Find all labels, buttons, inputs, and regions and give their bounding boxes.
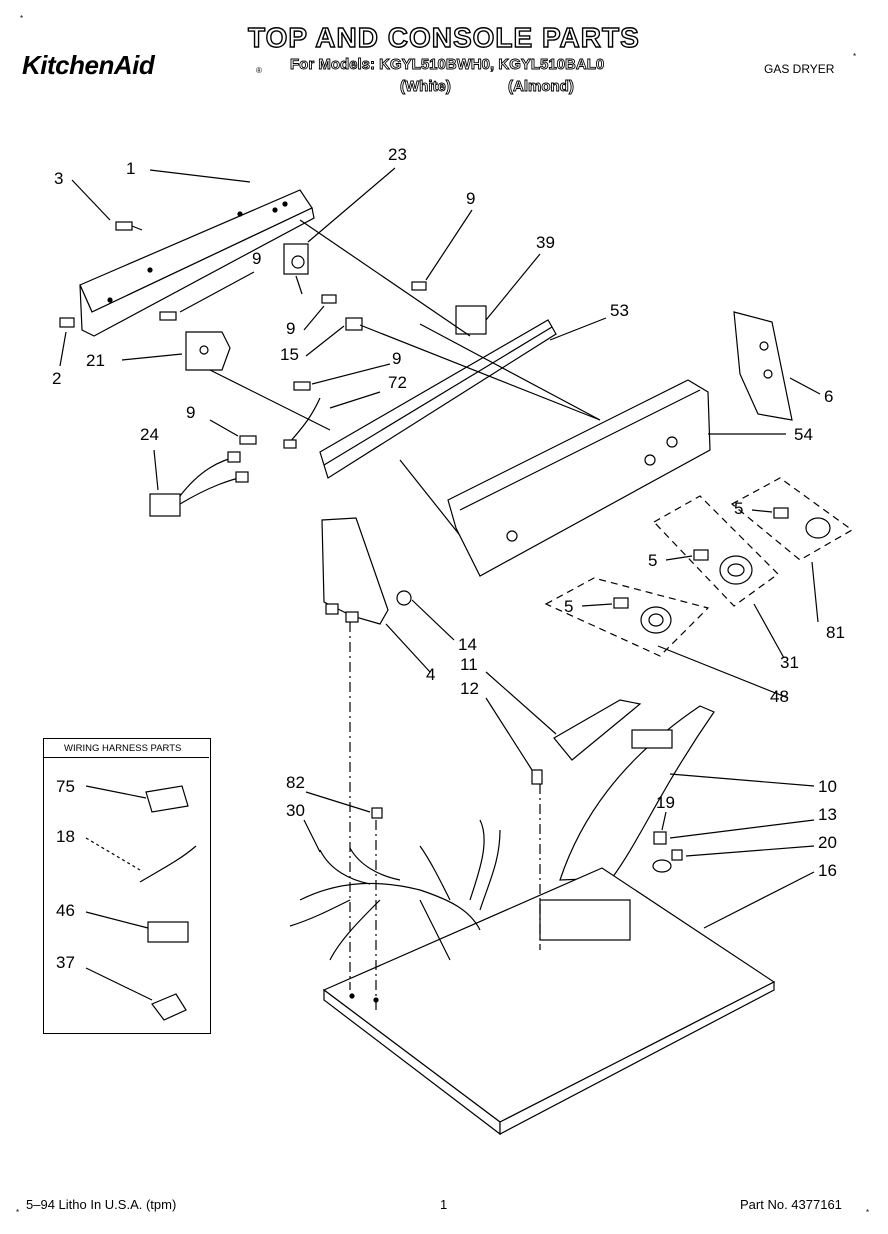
knob-part-48 (613, 597, 672, 634)
legend-part-18 (139, 845, 197, 883)
harness-part-30 (289, 819, 501, 961)
callout-label: 53 (610, 301, 629, 320)
legend-part-46 (147, 921, 189, 943)
screw-part-3 (115, 221, 143, 231)
callout-label: 5 (648, 551, 658, 570)
timer-part-21 (185, 331, 231, 371)
knob-part-81 (773, 507, 831, 539)
callout-label: 9 (466, 189, 476, 208)
console-part-54 (447, 379, 711, 577)
callout-label: 6 (824, 387, 834, 406)
callout-label: 9 (286, 319, 296, 338)
registered-mark: ® (256, 66, 262, 75)
callout-label: 3 (54, 169, 64, 188)
screw-part-13 (653, 831, 667, 845)
clip-part-15 (345, 317, 363, 331)
washer-part-19 (652, 859, 672, 873)
callout-label: 4 (426, 665, 436, 684)
callout-label: 9 (392, 349, 402, 368)
lint-screen-part-11 (553, 699, 642, 761)
legend-title: WIRING HARNESS PARTS (64, 743, 182, 754)
color-almond: (Almond) (508, 78, 575, 96)
legend-item-number: 37 (56, 953, 75, 972)
screw-part-9a (159, 311, 177, 321)
legend-part-37 (151, 993, 187, 1021)
screw-part-20 (671, 849, 683, 861)
screw-part-2 (59, 317, 75, 328)
callout-label: 5 (734, 499, 744, 518)
callout-label: 16 (818, 861, 837, 880)
callout-label: 48 (770, 687, 789, 706)
rail-part-53 (319, 319, 557, 479)
models-line: For Models: KGYL510BWH0, KGYL510BAL0 (290, 56, 605, 74)
color-white: (White) (400, 78, 452, 96)
screw-part-9e (239, 435, 257, 445)
corner-mark: * (20, 14, 24, 23)
product-type: GAS DRYER (764, 62, 835, 76)
callout-label: 31 (780, 653, 799, 672)
clip-part-12 (531, 769, 543, 785)
callout-label: 14 (458, 635, 477, 654)
callout-label: 13 (818, 805, 837, 824)
screw-part-9b (411, 281, 427, 291)
brand-logo: KitchenAid (22, 50, 155, 80)
harness-part-24 (149, 451, 249, 517)
lint-duct-part-10 (559, 705, 715, 881)
wire-part-72 (283, 397, 321, 449)
top-panel-part-16 (322, 867, 776, 1136)
page-title: TOP AND CONSOLE PARTS (247, 21, 640, 53)
footer-mark-left: * (16, 1208, 20, 1217)
callout-label: 2 (52, 369, 62, 388)
callout-label: 20 (818, 833, 837, 852)
callout-label: 39 (536, 233, 555, 252)
callout-label: 21 (86, 351, 105, 370)
switch-part-23 (283, 243, 309, 295)
callout-label: 54 (794, 425, 813, 444)
callout-label: 10 (818, 777, 837, 796)
legend-item-number: 46 (56, 901, 75, 920)
callout-label: 72 (388, 373, 407, 392)
callout-label: 19 (656, 793, 675, 812)
callout-label: 82 (286, 773, 305, 792)
callout-label: 12 (460, 679, 479, 698)
product-mark: * (853, 52, 857, 61)
footer-page-number: 1 (440, 1197, 448, 1212)
clip-part-82 (371, 807, 383, 819)
knob-part-31 (693, 549, 753, 585)
callout-label: 11 (460, 655, 478, 674)
callout-label: 9 (186, 403, 196, 422)
screw-part-9d (293, 381, 311, 391)
clip-part-14 (396, 590, 412, 606)
legend-part-75 (145, 785, 189, 813)
endcap-part-4 (321, 517, 389, 625)
callout-label: 9 (252, 249, 262, 268)
legend-title-bar (43, 738, 209, 758)
screw-part-9c (321, 294, 337, 304)
back-panel-part-1 (79, 189, 315, 337)
footer-mark-right: * (866, 1208, 870, 1217)
footer-litho: 5–94 Litho In U.S.A. (tpm) (26, 1197, 177, 1212)
callout-label: 30 (286, 801, 305, 820)
callout-label: 15 (280, 345, 299, 364)
legend-item-number: 18 (56, 827, 75, 846)
wiring-harness-legend (43, 738, 211, 1034)
callout-label: 5 (564, 597, 574, 616)
legend-item-number: 75 (56, 777, 75, 796)
callout-label: 81 (826, 623, 845, 642)
callout-label: 1 (126, 159, 136, 178)
footer-part-number: Part No. 4377161 (740, 1197, 842, 1212)
endcap-part-6 (733, 311, 793, 421)
callout-label: 23 (388, 145, 407, 164)
callout-label: 24 (140, 425, 159, 444)
